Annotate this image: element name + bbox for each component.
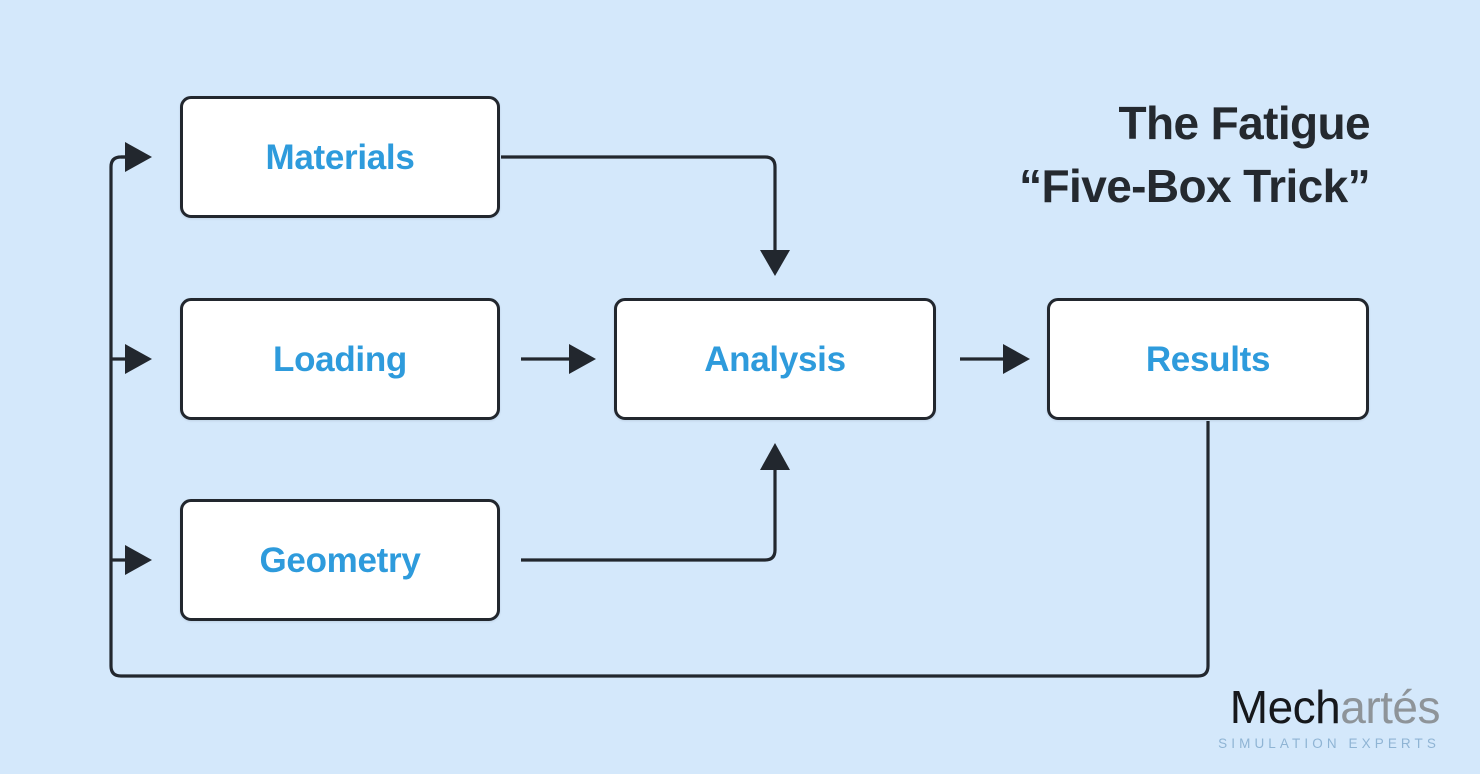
node-materials-label: Materials <box>265 137 415 177</box>
node-results-label: Results <box>1145 339 1271 379</box>
arrowhead-right-icon <box>125 344 152 374</box>
connector-geometry-to-analysis <box>521 443 790 562</box>
logo-tagline: SIMULATION EXPERTS <box>1218 735 1440 751</box>
arrowhead-right-icon <box>125 142 152 172</box>
connector-feedback-to-geometry <box>111 545 152 575</box>
connector-loading-to-analysis <box>521 344 596 374</box>
page-title-line-2: “Five-Box Trick” <box>1019 160 1370 213</box>
logo-wordmark-primary: Mech <box>1229 680 1341 733</box>
connector-feedback-to-loading <box>111 344 152 374</box>
arrowhead-right-icon <box>569 344 596 374</box>
logo-wordmark: Mechartés <box>1218 680 1441 733</box>
brand-logo: Mechartés SIMULATION EXPERTS <box>1218 684 1440 751</box>
arrowhead-up-icon <box>760 443 790 470</box>
page-title-line-1: The Fatigue <box>1118 97 1370 149</box>
logo-wordmark-secondary: artés <box>1340 680 1440 733</box>
node-geometry-label: Geometry <box>259 540 421 580</box>
arrowhead-down-icon <box>760 250 790 276</box>
connector-analysis-to-results <box>960 344 1030 374</box>
arrowhead-right-icon <box>1003 344 1030 374</box>
node-materials[interactable]: Materials <box>180 96 500 218</box>
page-title: The Fatigue “Five-Box Trick” <box>1019 92 1370 219</box>
node-loading-label: Loading <box>273 339 407 379</box>
node-analysis-label: Analysis <box>704 339 846 379</box>
node-results[interactable]: Results <box>1047 298 1369 420</box>
node-analysis[interactable]: Analysis <box>614 298 936 420</box>
node-geometry[interactable]: Geometry <box>180 499 500 621</box>
connector-feedback-to-materials <box>121 142 152 172</box>
arrowhead-right-icon <box>125 545 152 575</box>
connector-materials-to-analysis <box>501 155 790 276</box>
node-loading[interactable]: Loading <box>180 298 500 420</box>
